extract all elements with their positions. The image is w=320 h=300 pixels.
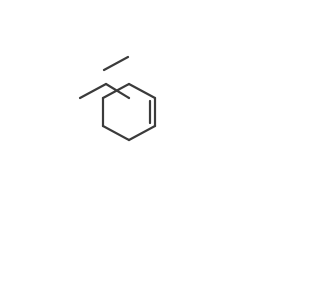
ring-a: [78, 82, 131, 100]
left-ring-bonds: [101, 82, 157, 142]
molecule-diagram: [78, 55, 157, 142]
skeleton-bonds: [102, 55, 130, 72]
